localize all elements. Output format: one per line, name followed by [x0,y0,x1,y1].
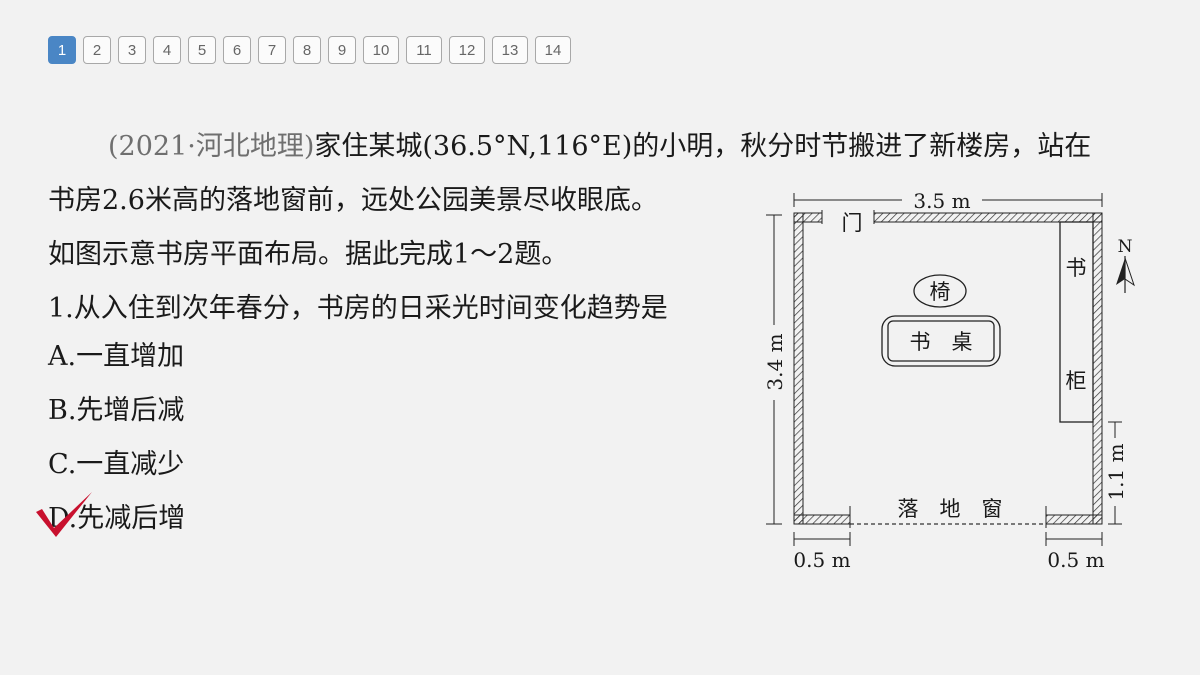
bottom-left-label: 0.5 m [793,548,850,572]
bookcase-label-bottom: 柜 [1066,369,1087,393]
option-a[interactable]: A.一直增加 [48,341,185,372]
question-intro-1: 家住某城(36.5°N,116°E)的小明，秋分时节搬进了新楼房，站在 [314,131,1092,162]
page-button-5[interactable]: 5 [188,36,216,64]
chair [913,274,967,308]
page-button-6[interactable]: 6 [223,36,251,64]
north-label: N [1118,237,1133,257]
width-label: 3.5 m [913,189,970,213]
page-button-10[interactable]: 10 [363,36,399,64]
north-arrow-icon: N [1116,237,1135,293]
question-intro-3: 如图示意书房平面布局。据此完成1～2题。 [48,239,569,270]
answer-options: A.一直增加 B.先增后减 C.一直减少 D.先减后增 [48,330,185,546]
bookcase-label-top: 书 [1066,256,1087,280]
page-button-7[interactable]: 7 [258,36,286,64]
door-label: 门 [842,211,863,235]
height-label: 3.4 m [763,333,787,390]
page-button-3[interactable]: 3 [118,36,146,64]
wall-left [793,212,804,525]
wall-right [1092,212,1103,525]
page-button-1[interactable]: 1 [48,36,76,64]
study-floor-plan: 3.5 m 3.4 m 门 落 地 窗 椅 书 桌 书 柜 1.1 m [763,189,1135,572]
page-button-12[interactable]: 12 [449,36,485,64]
page-button-2[interactable]: 2 [83,36,111,64]
bookcase [1059,221,1094,423]
desk-outer [881,315,1001,367]
chair-label: 椅 [930,280,951,304]
page-button-14[interactable]: 14 [535,36,571,64]
bottom-right-dimension: 0.5 m [1045,532,1105,572]
wall-top-right [873,212,1103,223]
page-button-11[interactable]: 11 [406,36,442,64]
height-dimension: 3.4 m [763,214,787,525]
question-line-1: (2021·河北地理)家住某城(36.5°N,116°E)的小明，秋分时节搬进了… [48,120,1148,174]
right-dimension: 1.1 m [1104,421,1128,525]
bottom-left-dimension: 0.5 m [793,532,851,572]
question-intro-2: 书房2.6米高的落地窗前，远处公园美景尽收眼底。 [48,185,658,216]
desk-label: 书 桌 [910,330,973,354]
wall-bottom-right [1045,514,1103,525]
option-c[interactable]: C.一直减少 [48,449,185,480]
page-button-8[interactable]: 8 [293,36,321,64]
page-button-9[interactable]: 9 [328,36,356,64]
window-label: 落 地 窗 [898,497,1003,521]
desk-inner [887,320,995,362]
wall-bottom-left [793,514,851,525]
option-b[interactable]: B.先增后减 [48,395,185,426]
width-dimension: 3.5 m [793,189,1103,213]
door: 门 [821,210,875,235]
option-d[interactable]: D.先减后增 [48,503,186,534]
right-label: 1.1 m [1104,443,1128,500]
page-button-4[interactable]: 4 [153,36,181,64]
bottom-right-label: 0.5 m [1047,548,1104,572]
question-text: (2021·河北地理)家住某城(36.5°N,116°E)的小明，秋分时节搬进了… [48,120,1148,336]
question-stem: 1.从入住到次年春分，书房的日采光时间变化趋势是 [48,293,668,324]
question-source: (2021·河北地理) [108,131,315,162]
page-button-13[interactable]: 13 [492,36,528,64]
